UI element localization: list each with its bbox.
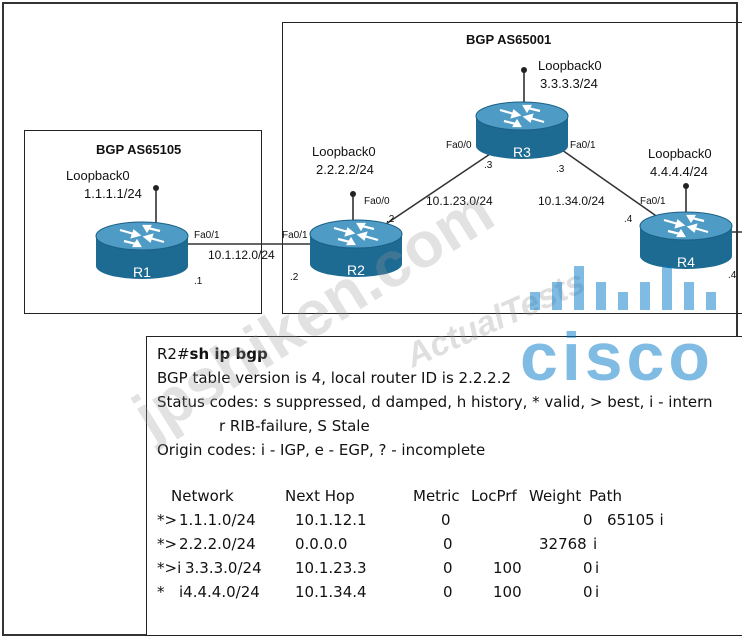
r1-host-id: .1 bbox=[194, 276, 203, 287]
cli-prompt: R2# bbox=[157, 345, 190, 363]
r1-loopback-addr: 1.1.1.1/24 bbox=[84, 186, 142, 201]
net-r2-r3: 10.1.23.0/24 bbox=[426, 194, 493, 208]
r4-loopback-dot bbox=[683, 183, 689, 189]
row2-metric: 0 bbox=[443, 535, 453, 553]
r3-right-host-id: .3 bbox=[556, 164, 565, 175]
row3-network: 3.3.3.0/24 bbox=[185, 559, 262, 577]
as65001-title: BGP AS65001 bbox=[466, 32, 552, 47]
row4-metric: 0 bbox=[443, 583, 453, 601]
r2-loopback-addr: 2.2.2.2/24 bbox=[316, 162, 374, 177]
row4-path: i bbox=[595, 583, 600, 601]
r3-loopback-addr: 3.3.3.3/24 bbox=[540, 76, 598, 91]
r3-fa00-label: Fa0/0 bbox=[446, 140, 472, 151]
router-r2-name: R2 bbox=[347, 262, 365, 278]
bgp-output-panel: R2#sh ip bgp BGP table version is 4, loc… bbox=[146, 336, 742, 636]
r4-host-id: .4 bbox=[624, 214, 633, 225]
r4-fa01-label: Fa0/1 bbox=[640, 196, 666, 207]
r3-loopback-dot bbox=[521, 67, 527, 73]
row3-metric: 0 bbox=[443, 559, 453, 577]
r2-fa00-label: Fa0/0 bbox=[364, 196, 390, 207]
output-line-4: Origin codes: i - IGP, e - EGP, ? - inco… bbox=[157, 441, 486, 459]
header-path: Path bbox=[589, 487, 622, 505]
link-r2-r3 bbox=[379, 153, 491, 229]
row1-weight: 0 bbox=[583, 511, 593, 529]
row3-code: *>i bbox=[157, 559, 182, 577]
output-line-3: r RIB-failure, S Stale bbox=[219, 417, 370, 435]
link-r3-r4 bbox=[561, 149, 663, 221]
net-r3-r4: 10.1.34.0/24 bbox=[538, 194, 605, 208]
cli-command: sh ip bgp bbox=[189, 345, 268, 363]
header-next-hop: Next Hop bbox=[285, 487, 355, 505]
as65105-title: BGP AS65105 bbox=[96, 142, 182, 157]
row3-path: i bbox=[595, 559, 600, 577]
r2-loopback-label: Loopback0 bbox=[312, 144, 376, 159]
header-network: Network bbox=[171, 487, 234, 505]
r1-loopback-dot bbox=[153, 185, 159, 191]
row2-network: 2.2.2.0/24 bbox=[179, 535, 256, 553]
as65001-box bbox=[282, 22, 742, 314]
header-weight: Weight bbox=[529, 487, 582, 505]
row4-network: i4.4.4.0/24 bbox=[179, 583, 260, 601]
r3-loopback-label: Loopback0 bbox=[538, 58, 602, 73]
r4-loopback-label: Loopback0 bbox=[648, 146, 712, 161]
r4-right-host-id: .4 bbox=[728, 270, 737, 281]
row1-code: *> bbox=[157, 511, 178, 529]
router-r4-name: R4 bbox=[677, 254, 695, 270]
cli-command-line: R2#sh ip bgp bbox=[157, 345, 268, 363]
row3-weight: 0 bbox=[583, 559, 593, 577]
r2-left-host-id: .2 bbox=[290, 272, 299, 283]
row2-path: i bbox=[593, 535, 598, 553]
output-line-2: Status codes: s suppressed, d damped, h … bbox=[157, 393, 713, 411]
r2-fa01-label: Fa0/1 bbox=[282, 230, 308, 241]
r4-loopback-addr: 4.4.4.4/24 bbox=[650, 164, 708, 179]
header-metric: Metric bbox=[413, 487, 460, 505]
router-r1-name: R1 bbox=[133, 264, 151, 280]
r1-fa01-label: Fa0/1 bbox=[194, 230, 220, 241]
as65105-box bbox=[24, 130, 262, 314]
row4-weight: 0 bbox=[583, 583, 593, 601]
row1-next-hop: 10.1.12.1 bbox=[295, 511, 367, 529]
row4-locprf: 100 bbox=[493, 583, 522, 601]
r3-fa01-label: Fa0/1 bbox=[570, 140, 596, 151]
router-r3-name: R3 bbox=[513, 144, 531, 160]
row3-locprf: 100 bbox=[493, 559, 522, 577]
r2-top-host-id: .2 bbox=[386, 214, 395, 225]
r3-left-host-id: .3 bbox=[484, 160, 493, 171]
header-locprf: LocPrf bbox=[471, 487, 517, 505]
r2-loopback-dot bbox=[350, 191, 356, 197]
row2-code: *> bbox=[157, 535, 178, 553]
row1-network: 1.1.1.0/24 bbox=[179, 511, 256, 529]
row2-weight: 32768 bbox=[539, 535, 587, 553]
row1-metric: 0 bbox=[441, 511, 451, 529]
output-line-1: BGP table version is 4, local router ID … bbox=[157, 369, 512, 387]
row3-next-hop: 10.1.23.3 bbox=[295, 559, 367, 577]
row2-next-hop: 0.0.0.0 bbox=[295, 535, 348, 553]
row4-code: * bbox=[157, 583, 165, 601]
r1-loopback-label: Loopback0 bbox=[66, 168, 130, 183]
net-r1-r2: 10.1.12.0/24 bbox=[208, 248, 275, 262]
row1-path: 65105 i bbox=[607, 511, 664, 529]
row4-next-hop: 10.1.34.4 bbox=[295, 583, 367, 601]
